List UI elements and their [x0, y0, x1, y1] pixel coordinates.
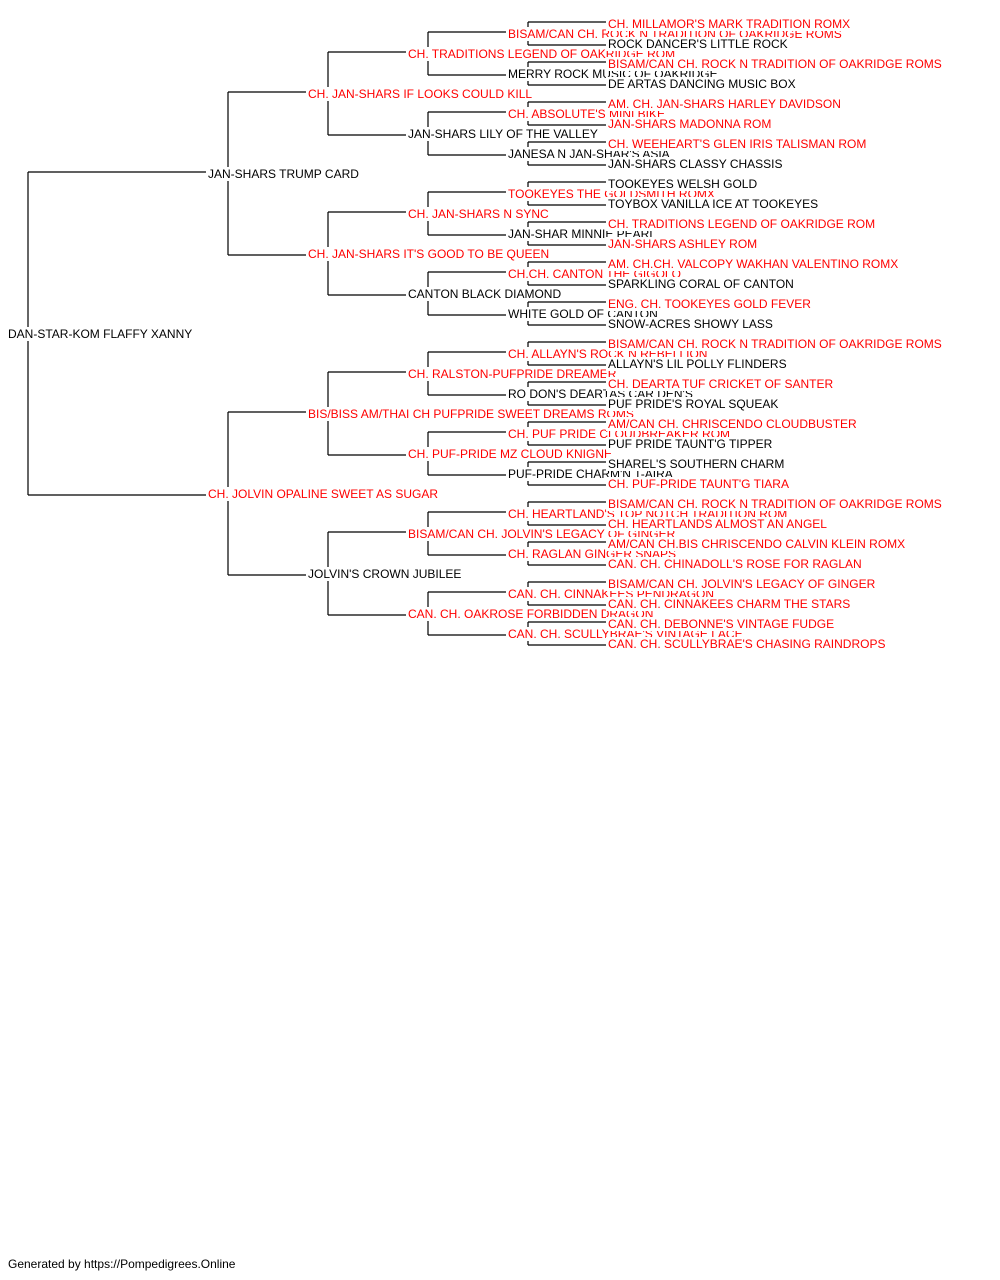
ancestor-name: CAN. CH. SCULLYBRAE'S CHASING RAINDROPS: [606, 636, 888, 651]
ancestor-name: CH. PUF-PRIDE TAUNT'G TIARA: [606, 476, 791, 491]
ancestor-name: JAN-SHARS TRUMP CARD: [206, 166, 361, 181]
ancestor-name: JOLVIN'S CROWN JUBILEE: [306, 566, 464, 581]
ancestor-name: CH. JAN-SHARS IF LOOKS COULD KILL: [306, 86, 535, 101]
ancestor-name: CAN. CH. CINNAKEES CHARM THE STARS: [606, 596, 853, 611]
ancestor-name: TOYBOX VANILLA ICE AT TOOKEYES: [606, 196, 821, 211]
ancestor-name: CAN. CH. OAKROSE FORBIDDEN DRAGON: [406, 606, 656, 621]
ancestor-name: BIS/BISS AM/THAI CH PUFPRIDE SWEET DREAM…: [306, 406, 636, 421]
ancestor-name: PUF PRIDE TAUNT'G TIPPER: [606, 436, 775, 451]
subject-name: DAN-STAR-KOM FLAFFY XANNY: [6, 326, 195, 341]
ancestor-name: BISAM/CAN CH. JOLVIN'S LEGACY OF GINGER: [606, 576, 878, 591]
ancestor-name: BISAM/CAN CH. ROCK N TRADITION OF OAKRID…: [606, 336, 944, 351]
ancestor-name: CH. MILLAMOR'S MARK TRADITION ROMX: [606, 16, 853, 31]
ancestor-name: ROCK DANCER'S LITTLE ROCK: [606, 36, 790, 51]
ancestor-name: CH. DEARTA TUF CRICKET OF SANTER: [606, 376, 836, 391]
ancestor-name: CH. WEEHEART'S GLEN IRIS TALISMAN ROM: [606, 136, 869, 151]
ancestor-name: BISAM/CAN CH. ROCK N TRADITION OF OAKRID…: [606, 56, 944, 71]
ancestor-name: JAN-SHARS LILY OF THE VALLEY: [406, 126, 600, 141]
ancestor-name: BISAM/CAN CH. ROCK N TRADITION OF OAKRID…: [606, 496, 944, 511]
ancestor-name: AM/CAN CH. CHRISCENDO CLOUDBUSTER: [606, 416, 859, 431]
ancestor-name: SPARKLING CORAL OF CANTON: [606, 276, 796, 291]
generated-by-footer: Generated by https://Pompedigrees.Online: [8, 1257, 236, 1271]
ancestor-name: AM. CH. JAN-SHARS HARLEY DAVIDSON: [606, 96, 843, 111]
ancestor-name: CH. JAN-SHARS IT'S GOOD TO BE QUEEN: [306, 246, 552, 261]
ancestor-name: CH. JAN-SHARS N SYNC: [406, 206, 551, 221]
ancestor-name: AM/CAN CH.BIS CHRISCENDO CALVIN KLEIN RO…: [606, 536, 908, 551]
ancestor-name: CH. TRADITIONS LEGEND OF OAKRIDGE ROM: [606, 216, 878, 231]
ancestor-name: SHAREL'S SOUTHERN CHARM: [606, 456, 787, 471]
ancestor-name: JAN-SHARS ASHLEY ROM: [606, 236, 760, 251]
ancestor-name: ALLAYN'S LIL POLLY FLINDERS: [606, 356, 789, 371]
ancestor-name: CH. HEARTLANDS ALMOST AN ANGEL: [606, 516, 829, 531]
ancestor-name: SNOW-ACRES SHOWY LASS: [606, 316, 775, 331]
ancestor-name: DE ARTAS DANCING MUSIC BOX: [606, 76, 798, 91]
ancestor-name: CH. JOLVIN OPALINE SWEET AS SUGAR: [206, 486, 441, 501]
ancestor-name: PUF PRIDE'S ROYAL SQUEAK: [606, 396, 781, 411]
ancestor-name: CH. RALSTON-PUFPRIDE DREAMER: [406, 366, 619, 381]
ancestor-name: JAN-SHARS CLASSY CHASSIS: [606, 156, 785, 171]
ancestor-name: CH. PUF-PRIDE MZ CLOUD KNIGNE: [406, 446, 615, 461]
ancestor-name: CAN. CH. DEBONNE'S VINTAGE FUDGE: [606, 616, 837, 631]
ancestor-name: CANTON BLACK DIAMOND: [406, 286, 564, 301]
ancestor-name: JAN-SHARS MADONNA ROM: [606, 116, 774, 131]
ancestor-name: CAN. CH. CHINADOLL'S ROSE FOR RAGLAN: [606, 556, 864, 571]
ancestor-name: TOOKEYES WELSH GOLD: [606, 176, 760, 191]
ancestor-name: ENG. CH. TOOKEYES GOLD FEVER: [606, 296, 813, 311]
ancestor-name: AM. CH.CH. VALCOPY WAKHAN VALENTINO ROMX: [606, 256, 901, 271]
